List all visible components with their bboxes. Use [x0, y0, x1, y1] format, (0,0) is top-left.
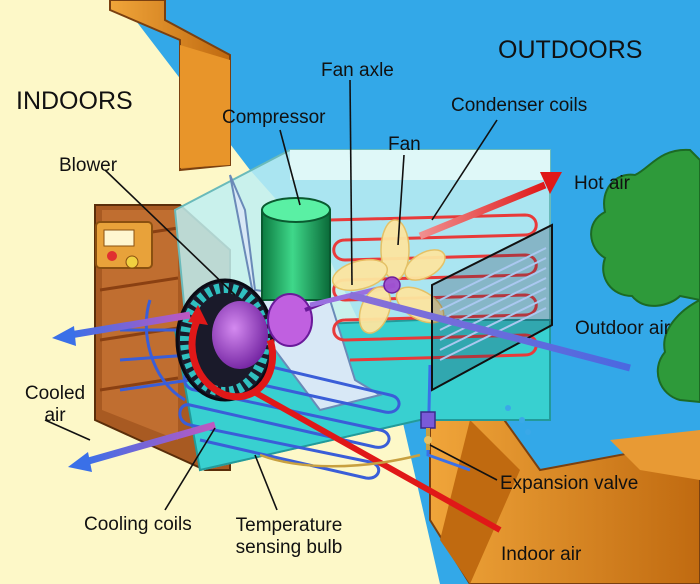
outdoor-air-arrow	[349, 291, 631, 372]
indoors-label: INDOORS	[16, 87, 133, 115]
temperature-bulb-label: Temperature sensing bulb	[226, 515, 352, 559]
condenser-grille	[431, 223, 553, 392]
temperature-bulb	[259, 453, 421, 468]
thermostat	[95, 221, 153, 269]
water-drips	[505, 405, 531, 435]
leader-lines	[44, 79, 498, 511]
compressor	[261, 197, 331, 301]
indoor-air-label: Indoor air	[501, 544, 582, 565]
indoor-air-pipe	[213, 364, 502, 533]
blower-label: Blower	[59, 155, 118, 176]
outdoors-label: OUTDOORS	[498, 36, 643, 64]
condenser-coils	[329, 213, 538, 362]
compressor-label: Compressor	[222, 107, 326, 128]
cooled-air-label: Cooled air	[22, 383, 88, 427]
hot-air-label: Hot air	[574, 173, 630, 194]
temperature-bulb-line1: Temperature	[235, 515, 343, 536]
temperature-bulb-line2: sensing bulb	[235, 537, 343, 558]
expansion-valve	[420, 411, 436, 450]
cooled-air-line1: Cooled	[24, 383, 86, 404]
outdoor-air-label: Outdoor air	[575, 318, 671, 339]
fan-label: Fan	[388, 134, 421, 155]
condenser-coils-label: Condenser coils	[451, 95, 588, 116]
hot-air-arrow	[418, 172, 562, 240]
blower	[175, 278, 331, 402]
trees	[590, 148, 700, 404]
cooling-coils-label: Cooling coils	[84, 514, 192, 535]
cooled-air-arrows	[52, 311, 216, 472]
cooled-air-line2: air	[44, 405, 66, 426]
fan-axle-label: Fan axle	[321, 60, 394, 81]
expansion-valve-label: Expansion valve	[500, 473, 639, 494]
